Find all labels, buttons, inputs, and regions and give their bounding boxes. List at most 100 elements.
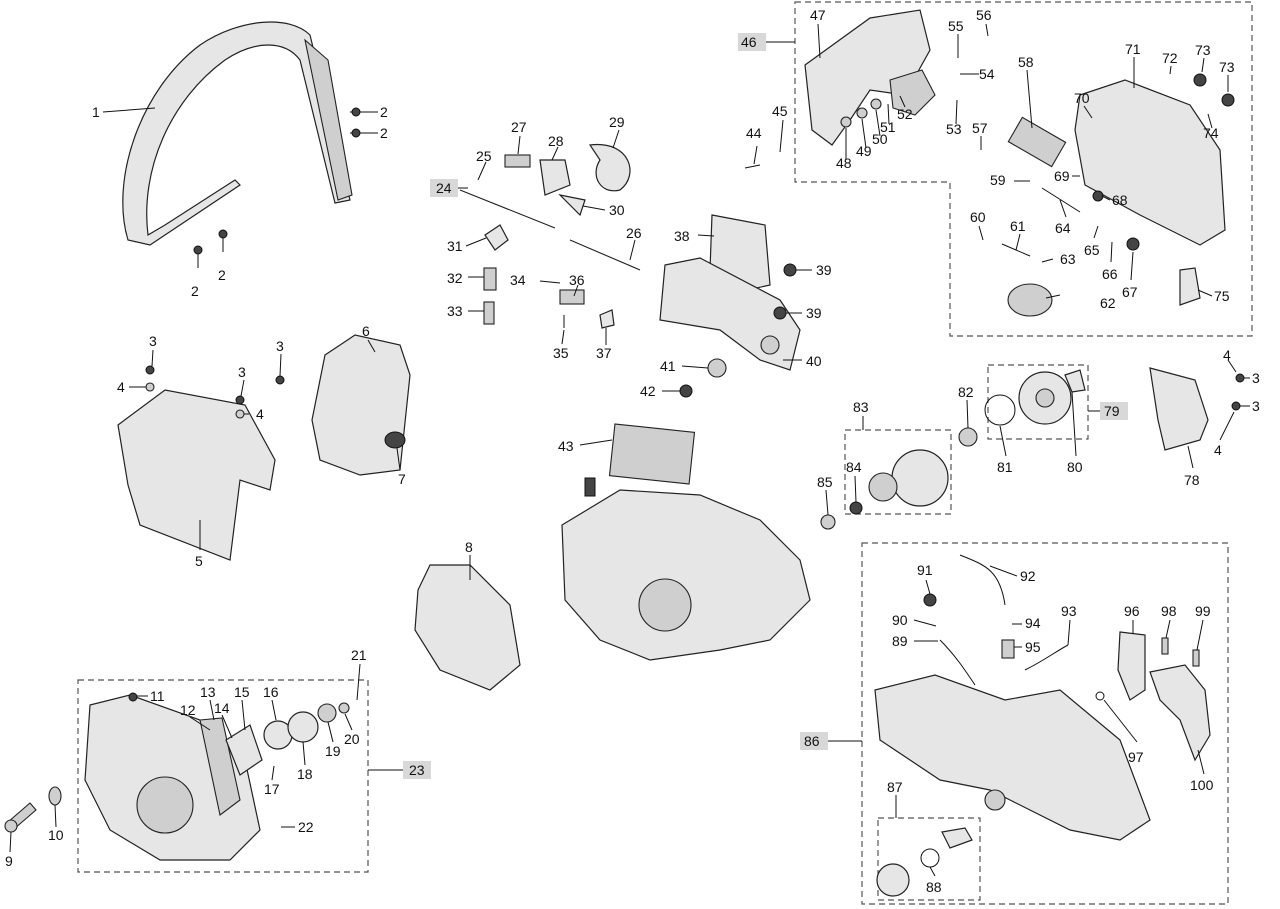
callout-label: 33 <box>447 303 463 319</box>
bolt-part-2 <box>773 306 787 320</box>
nut-part-67 <box>1126 237 1140 251</box>
callout-label: 90 <box>892 612 908 628</box>
cap-part <box>876 863 910 897</box>
callout-label: 61 <box>1010 218 1026 234</box>
callout-label: 6 <box>362 323 370 339</box>
callout-label: 5 <box>195 553 203 569</box>
rear-handle-part <box>804 9 931 146</box>
callout-label: 19 <box>325 743 341 759</box>
callout-label: 71 <box>1125 41 1141 57</box>
callout-label: 3 <box>238 364 246 380</box>
callout-label: 79 <box>1104 403 1120 419</box>
callout-label: 43 <box>558 438 574 454</box>
callout-label: 94 <box>1025 615 1041 631</box>
callout-label: 69 <box>1054 168 1070 184</box>
washer-part-50 <box>870 98 882 110</box>
screw-part-3e <box>1231 401 1241 411</box>
callout-label: 4 <box>256 406 264 422</box>
callout-label: 23 <box>409 762 425 778</box>
air-filter-cover-part <box>311 334 411 476</box>
callout-label: 58 <box>1018 54 1034 70</box>
callout-label: 42 <box>640 383 656 399</box>
pulley-part <box>287 711 319 743</box>
leader-lines <box>9 23 1250 877</box>
callout-label: 73 <box>1219 59 1235 75</box>
callout-label: 47 <box>810 7 826 23</box>
callout-label: 60 <box>970 209 986 225</box>
callout-label: 52 <box>897 106 913 122</box>
callout-label: 21 <box>351 647 367 663</box>
callout-label: 49 <box>856 143 872 159</box>
washer-part-49 <box>856 107 868 119</box>
callout-label: 74 <box>1203 125 1219 141</box>
callout-label: 2 <box>380 125 388 141</box>
callout-label: 63 <box>1060 251 1076 267</box>
clip-part <box>599 309 615 329</box>
screw-part-3c <box>275 375 285 385</box>
spring-rod-part <box>569 239 641 271</box>
callout-label: 3 <box>149 333 157 349</box>
nut-part <box>679 384 693 398</box>
callout-label: 95 <box>1025 639 1041 655</box>
callout-box-46 <box>738 33 766 51</box>
callout-label: 97 <box>1128 749 1144 765</box>
hose-part <box>939 639 976 686</box>
callout-label: 72 <box>1162 50 1178 66</box>
washer-part-85 <box>820 514 836 530</box>
pulley-washer-part <box>317 703 337 723</box>
callout-label: 11 <box>150 688 165 704</box>
callout-label: 93 <box>1061 603 1077 619</box>
callout-label: 41 <box>660 358 676 374</box>
group-box-83 <box>844 429 952 515</box>
callout-box-23 <box>403 761 431 779</box>
brake-band-part <box>1007 283 1053 317</box>
fuel-line-part <box>959 554 1006 606</box>
callout-box-79 <box>1100 402 1128 420</box>
callout-label: 53 <box>946 121 962 137</box>
callout-label: 50 <box>872 131 888 147</box>
callout-label: 40 <box>806 353 822 369</box>
callout-label: 88 <box>926 879 942 895</box>
sprocket-cover-part <box>1074 79 1226 246</box>
disc-part <box>958 427 978 447</box>
hose-part-93 <box>1024 644 1069 671</box>
group-box-86 <box>861 542 1229 905</box>
callout-label: 2 <box>380 104 388 120</box>
bracket-part-88 <box>941 827 973 849</box>
block-part <box>504 154 531 168</box>
callout-label: 62 <box>1100 295 1116 311</box>
callout-label: 54 <box>979 66 995 82</box>
callout-label: 17 <box>264 781 280 797</box>
nut-part-73b <box>1221 93 1235 107</box>
group-box-79 <box>987 364 1089 440</box>
callout-label: 48 <box>836 155 852 171</box>
callout-label: 32 <box>447 270 463 286</box>
shaft-part <box>459 189 556 229</box>
starter-handle-part <box>199 717 241 816</box>
callout-label: 12 <box>180 702 196 718</box>
pin-part <box>483 301 495 325</box>
callout-boxes <box>403 33 1128 779</box>
callout-label: 37 <box>596 345 612 361</box>
callout-label: 34 <box>510 272 526 288</box>
clutch-spring-part <box>1064 369 1086 393</box>
group-boxes <box>77 1 1253 905</box>
callout-box-86 <box>800 732 828 750</box>
callout-label: 73 <box>1195 42 1211 58</box>
callout-label: 30 <box>609 202 625 218</box>
callout-label: 91 <box>917 562 933 578</box>
parts <box>4 9 1245 897</box>
callout-label: 36 <box>569 272 585 288</box>
bracket-part <box>588 143 631 192</box>
callout-label: 4 <box>117 379 125 395</box>
nut-part-73a <box>1193 73 1207 87</box>
top-cover-part <box>117 389 276 561</box>
callout-labels: 1 2 2 2 2 3 3 3 4 4 5 6 7 8 9 10 11 12 1… <box>5 7 1260 895</box>
flywheel-part <box>638 578 692 632</box>
callout-label: 67 <box>1122 284 1138 300</box>
callout-label: 44 <box>746 125 762 141</box>
callout-label: 29 <box>609 114 625 130</box>
screw-part-20 <box>338 702 350 714</box>
front-handle-part <box>122 21 351 246</box>
callout-label: 82 <box>958 384 974 400</box>
